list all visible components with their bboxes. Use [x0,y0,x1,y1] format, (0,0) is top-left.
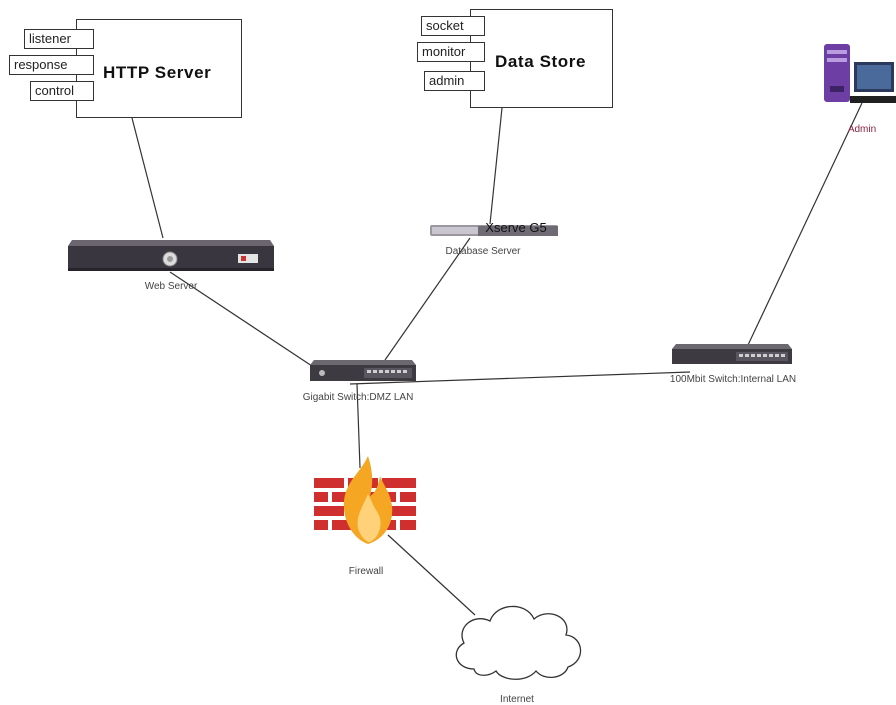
lan-switch-label: 100Mbit Switch:Internal LAN [669,374,797,385]
web-server-icon [68,240,274,271]
link-datastore-dbserver [489,107,503,225]
http-server-component [76,19,242,118]
port-admin: admin [424,71,485,91]
link-firewall-internet [387,534,476,616]
dmz-switch-icon [310,360,416,381]
link-dbserver-dmzswitch [384,237,471,361]
internet-cloud-icon [455,605,582,680]
lan-switch-icon [672,344,792,364]
http-server-title: HTTP Server [103,63,212,82]
link-dmzswitch-lanswitch [349,371,691,385]
dmz-switch-label: Gigabit Switch:DMZ LAN [302,392,414,403]
database-server-label: Database Server [445,246,521,257]
firewall-label: Firewall [348,566,384,577]
data-store-title: Data Store [495,52,587,71]
port-response: response [9,55,94,75]
port-socket: socket [421,16,485,36]
database-server-icon [430,225,558,236]
link-lanswitch-admin [747,102,863,346]
link-http-webserver [131,117,164,239]
web-server-label: Web Server [144,281,198,292]
data-store-component [470,9,613,108]
xserve-badge: Xserve G5 [485,220,547,235]
internet-label: Internet [500,694,534,705]
admin-computer-icon [824,44,896,103]
port-control: control [30,81,94,101]
port-listener: listener [24,29,94,49]
link-dmzswitch-firewall [356,383,361,469]
link-webserver-dmzswitch [169,271,316,369]
admin-label: Admin [847,124,877,135]
port-monitor: monitor [417,42,485,62]
firewall-icon [314,456,416,544]
